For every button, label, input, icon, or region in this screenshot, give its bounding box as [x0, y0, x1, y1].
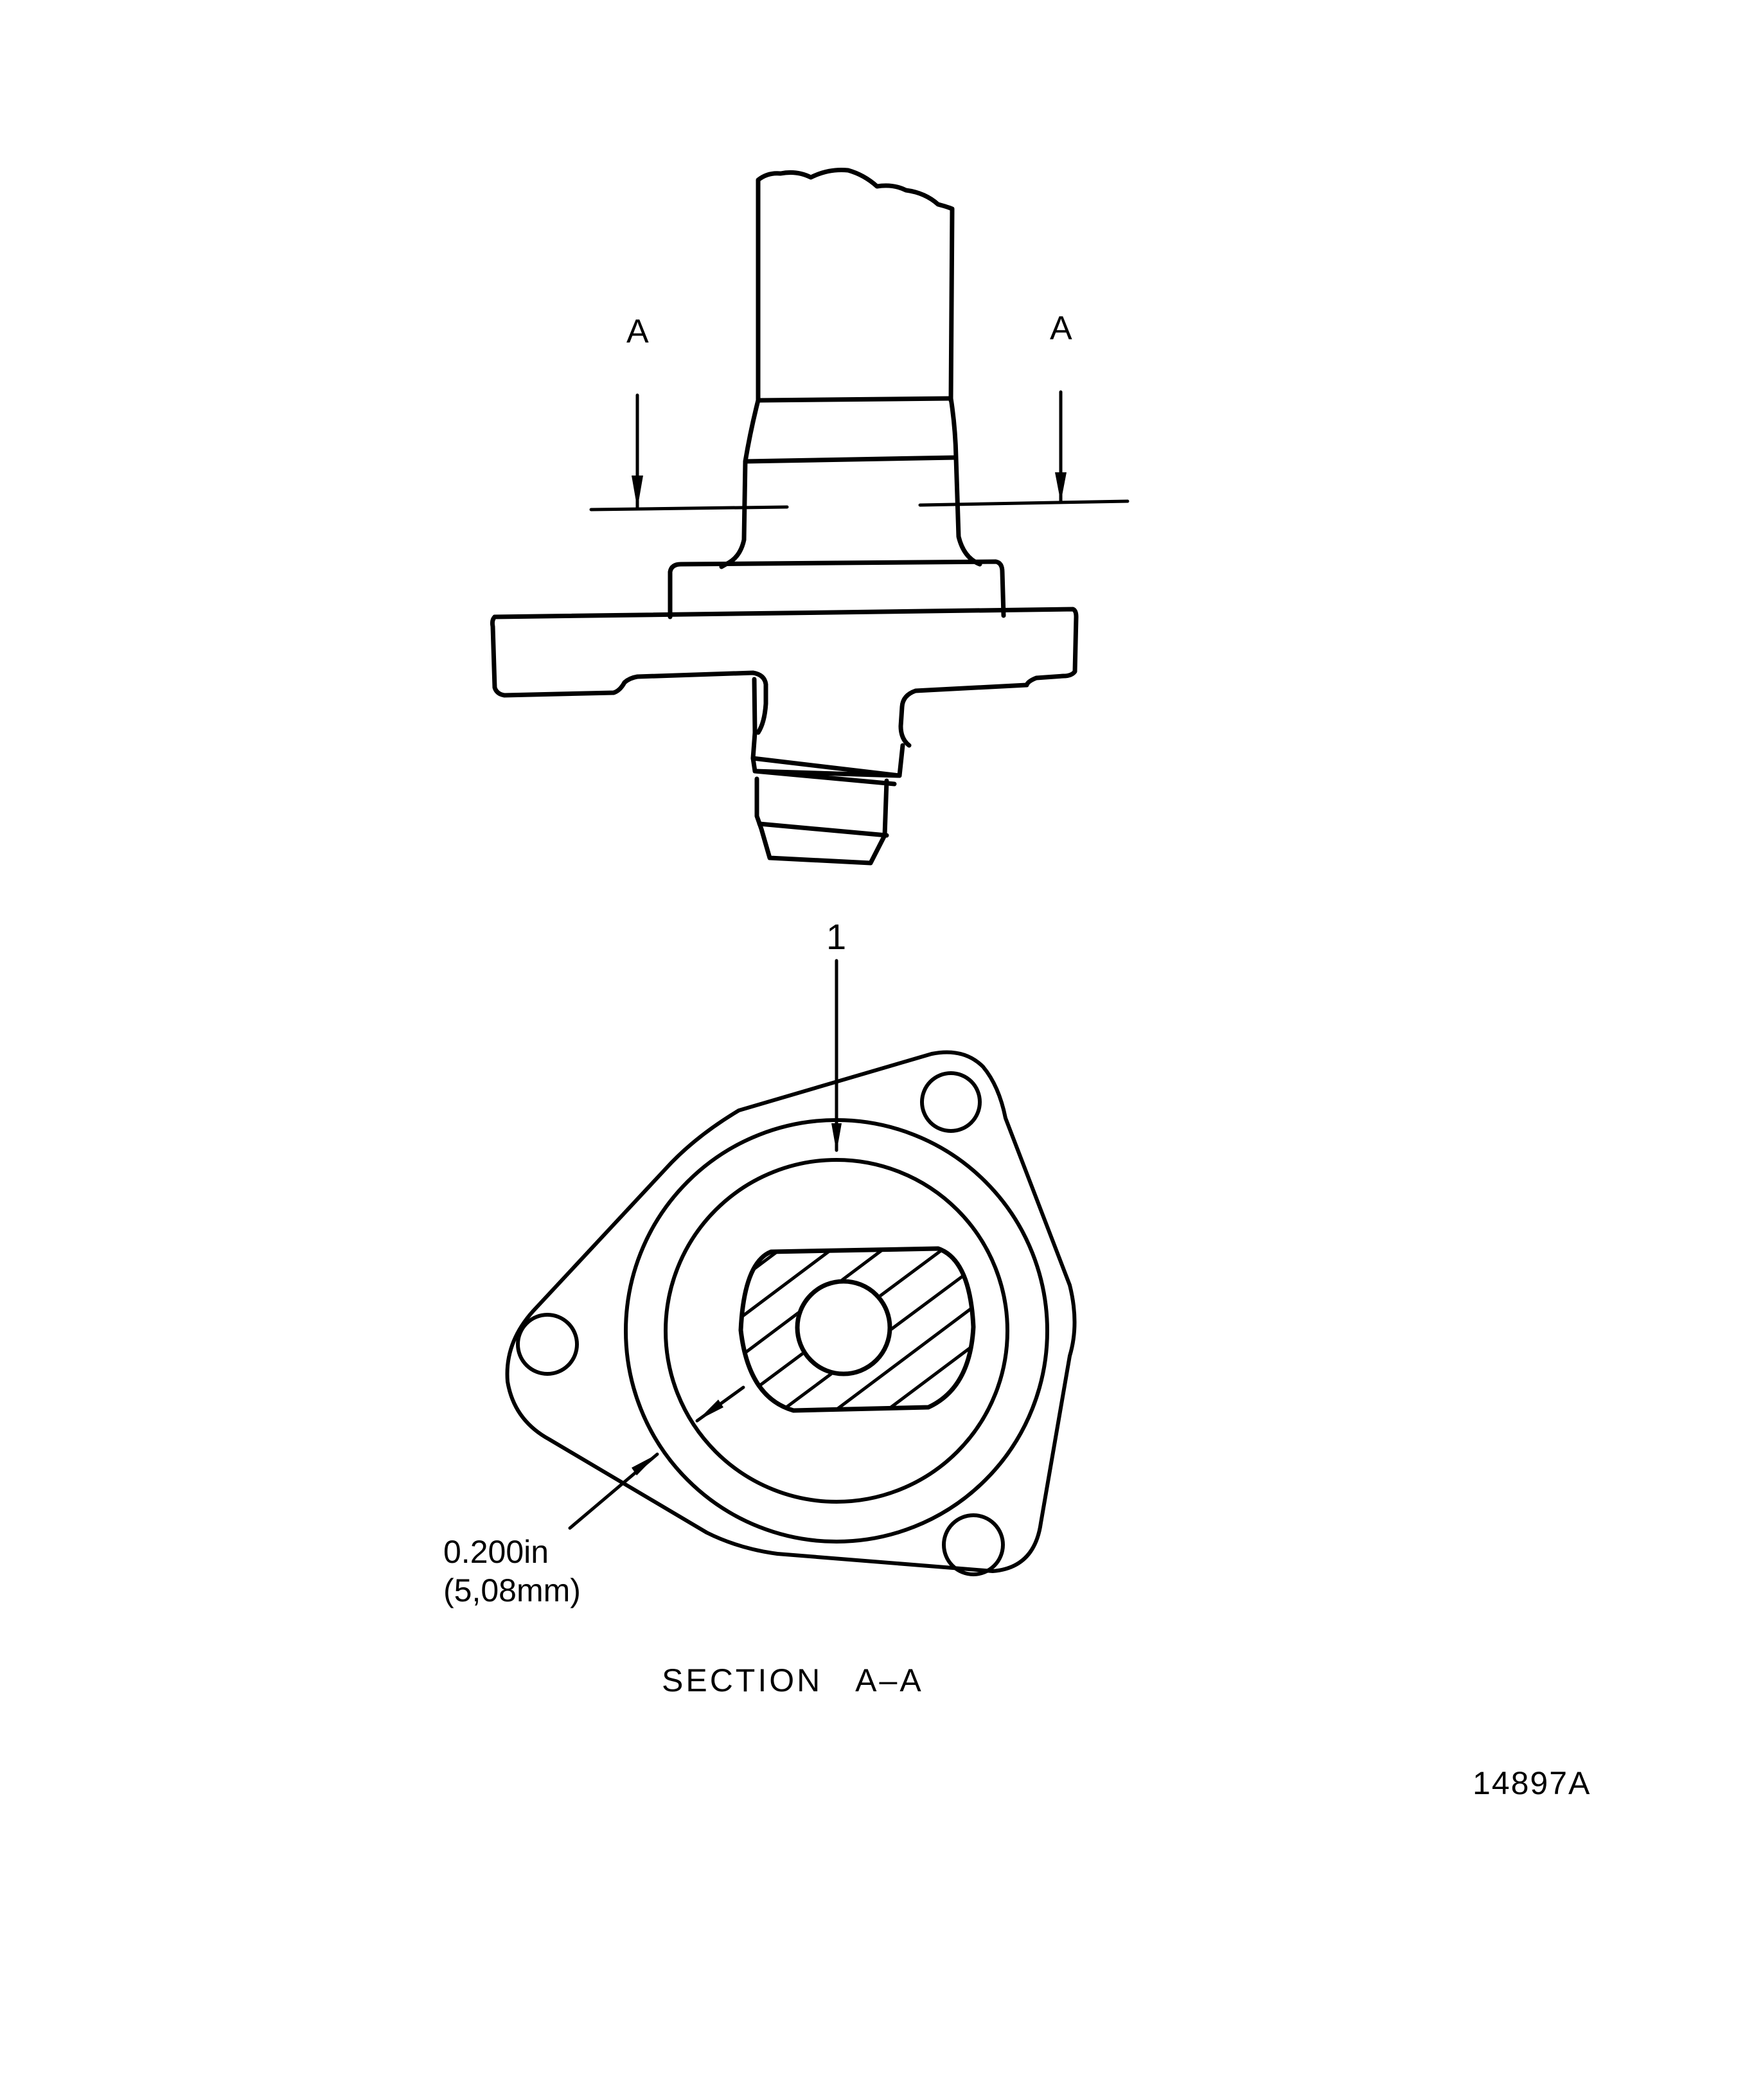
shaft-outline — [756, 168, 955, 403]
bolt-hole-bottom-right — [942, 1513, 1005, 1576]
collar — [668, 559, 1006, 619]
arrow-left-head — [632, 476, 643, 509]
section-line-left — [589, 505, 789, 512]
section-marker-left: A — [626, 313, 649, 350]
neck-left — [719, 398, 761, 569]
outer-ring — [624, 1118, 1049, 1544]
section-marker-right: A — [1050, 310, 1072, 347]
dimension-metric: (5,08mm) — [443, 1572, 581, 1608]
stub-band-2 — [752, 769, 897, 787]
callout-number: 1 — [826, 916, 847, 957]
figure-id: 14897A — [1473, 1765, 1591, 1801]
section-line-right — [918, 499, 1129, 507]
flange-left — [490, 614, 768, 735]
inner-ring — [664, 1158, 1009, 1504]
shaft-band-1 — [756, 396, 953, 403]
oval-outline — [738, 1246, 976, 1413]
stub-band-3 — [757, 821, 889, 838]
center-bore — [795, 1279, 892, 1376]
dimension-label: 0.200in (5,08mm) — [443, 1533, 581, 1610]
section-cut-lines — [589, 390, 1129, 512]
stub-band-1 — [750, 756, 902, 778]
triangular-flange-outline — [505, 1050, 1077, 1573]
arrow-right-head — [1055, 472, 1067, 503]
shaft-band-2 — [743, 455, 959, 464]
dimension-arrowhead-outer — [632, 1454, 657, 1475]
section-title: SECTION A–A — [662, 1662, 924, 1698]
section-view-part — [505, 1050, 1077, 1576]
side-view-part — [490, 168, 1079, 866]
flange — [492, 607, 1079, 748]
stub-lower — [754, 776, 889, 866]
hatched-cross-section — [741, 1249, 973, 1410]
dimension-imperial: 0.200in — [443, 1534, 549, 1570]
dimension-arrowhead-inner — [697, 1400, 723, 1421]
bolt-hole-top-right — [920, 1071, 982, 1133]
bolt-hole-left — [516, 1313, 579, 1376]
neck-right — [948, 396, 982, 567]
stub-top-section — [750, 677, 905, 778]
callout-1-arrowhead — [831, 1123, 842, 1152]
